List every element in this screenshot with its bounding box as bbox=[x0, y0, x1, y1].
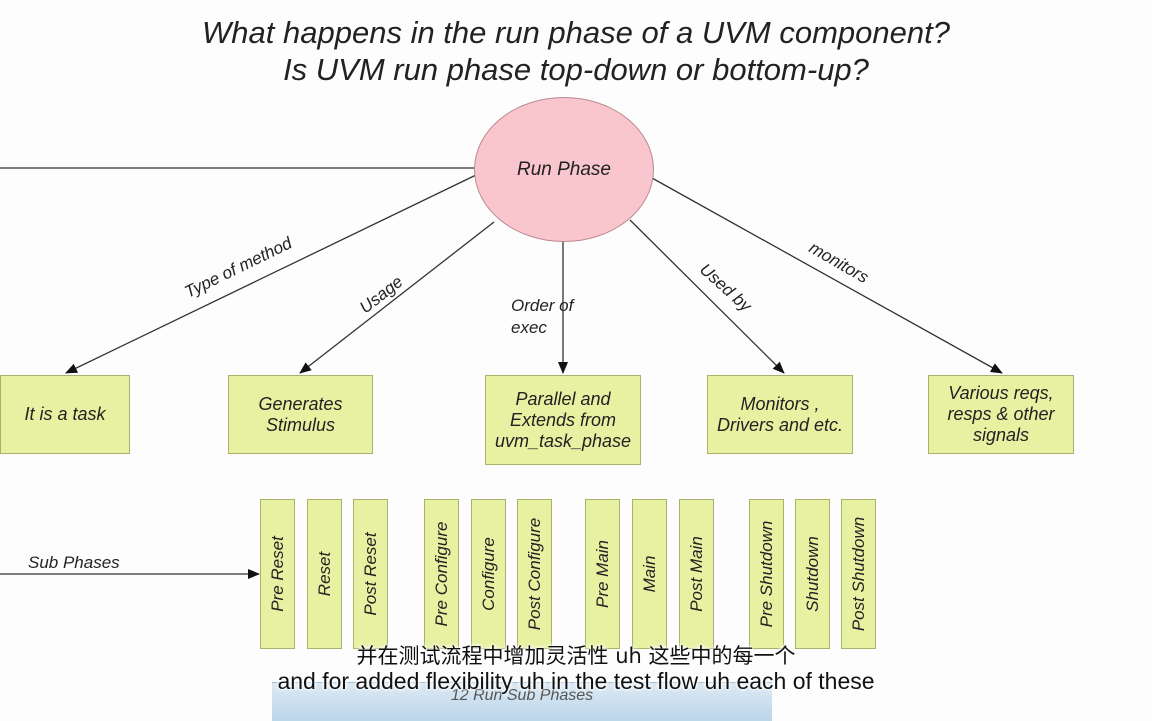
sub-phase-label: Reset bbox=[314, 551, 334, 597]
run-sub-phases-band: 12 Run Sub Phases bbox=[272, 682, 772, 721]
sub-phase-pre-reset: Pre Reset bbox=[260, 499, 295, 649]
subtitle-english: and for added flexibility uh in the test… bbox=[277, 668, 875, 694]
sub-phase-label: Main bbox=[639, 555, 659, 593]
sub-phase-label: Pre Configure bbox=[431, 521, 451, 627]
sub-phase-shutdown: Shutdown bbox=[795, 499, 830, 649]
title-line-1: What happens in the run phase of a UVM c… bbox=[202, 15, 950, 50]
sub-phase-label: Pre Reset bbox=[267, 536, 287, 612]
box-it-is-a-task: It is a task bbox=[0, 375, 130, 454]
sub-phase-label: Post Main bbox=[686, 536, 706, 612]
sub-phase-pre-configure: Pre Configure bbox=[424, 499, 459, 649]
box-generates-stimulus: Generates Stimulus bbox=[228, 375, 373, 454]
box-parallel-line-2: Extends from bbox=[509, 409, 617, 430]
sub-phase-reset: Reset bbox=[307, 499, 342, 649]
sub-phase-pre-shutdown: Pre Shutdown bbox=[749, 499, 784, 649]
sub-phase-label: Pre Shutdown bbox=[756, 520, 776, 628]
edge-label-sub-phases: Sub Phases bbox=[28, 553, 120, 572]
subtitle-chinese: 并在测试流程中增加灵活性 uh 这些中的每一个 bbox=[356, 644, 796, 668]
run-phase-node: Run Phase bbox=[474, 97, 654, 242]
sub-phase-label: Shutdown bbox=[802, 536, 822, 612]
arrow-used-by bbox=[629, 219, 785, 374]
sub-phase-main: Main bbox=[632, 499, 667, 649]
box-signals-line-2: resps & other bbox=[947, 404, 1055, 424]
run-phase-label: Run Phase bbox=[516, 158, 611, 180]
band-label: 12 Run Sub Phases bbox=[450, 687, 594, 704]
sub-phase-pre-main: Pre Main bbox=[585, 499, 620, 649]
box-monitors-line-1: Monitors , bbox=[740, 393, 820, 414]
sub-phase-post-shutdown: Post Shutdown bbox=[841, 499, 876, 649]
edge-label-order-line-1: Order of bbox=[511, 296, 574, 315]
sub-phase-configure: Configure bbox=[471, 499, 506, 649]
sub-phase-label: Pre Main bbox=[592, 539, 612, 609]
title-line-2: Is UVM run phase top-down or bottom-up? bbox=[283, 52, 869, 87]
arrow-monitors bbox=[651, 177, 1003, 374]
box-various-signals: Various reqs, resps & other signals bbox=[928, 375, 1074, 454]
box-stimulus-line-2: Stimulus bbox=[265, 414, 336, 435]
box-parallel-line-1: Parallel and bbox=[515, 388, 611, 409]
box-task-text: It is a task bbox=[24, 404, 106, 424]
box-parallel-and-extends: Parallel and Extends from uvm_task_phase bbox=[485, 375, 641, 465]
sub-phase-label: Post Configure bbox=[524, 517, 544, 631]
sub-phase-post-configure: Post Configure bbox=[517, 499, 552, 649]
box-monitors-line-2: Drivers and etc. bbox=[716, 414, 844, 435]
box-parallel-line-3: uvm_task_phase bbox=[494, 430, 632, 451]
sub-phase-post-reset: Post Reset bbox=[353, 499, 388, 649]
arrow-type-of-method bbox=[65, 174, 477, 374]
box-monitors-drivers: Monitors , Drivers and etc. bbox=[707, 375, 853, 454]
box-signals-line-1: Various reqs, bbox=[948, 383, 1054, 403]
sub-phase-label: Configure bbox=[478, 537, 498, 611]
box-signals-line-3: signals bbox=[972, 425, 1030, 445]
sub-phase-label: Post Shutdown bbox=[848, 516, 868, 632]
arrow-usage bbox=[299, 221, 495, 374]
edge-label-order-line-2: exec bbox=[511, 318, 547, 337]
box-stimulus-line-1: Generates bbox=[258, 393, 343, 414]
sub-phase-label: Post Reset bbox=[360, 532, 380, 616]
sub-phase-post-main: Post Main bbox=[679, 499, 714, 649]
